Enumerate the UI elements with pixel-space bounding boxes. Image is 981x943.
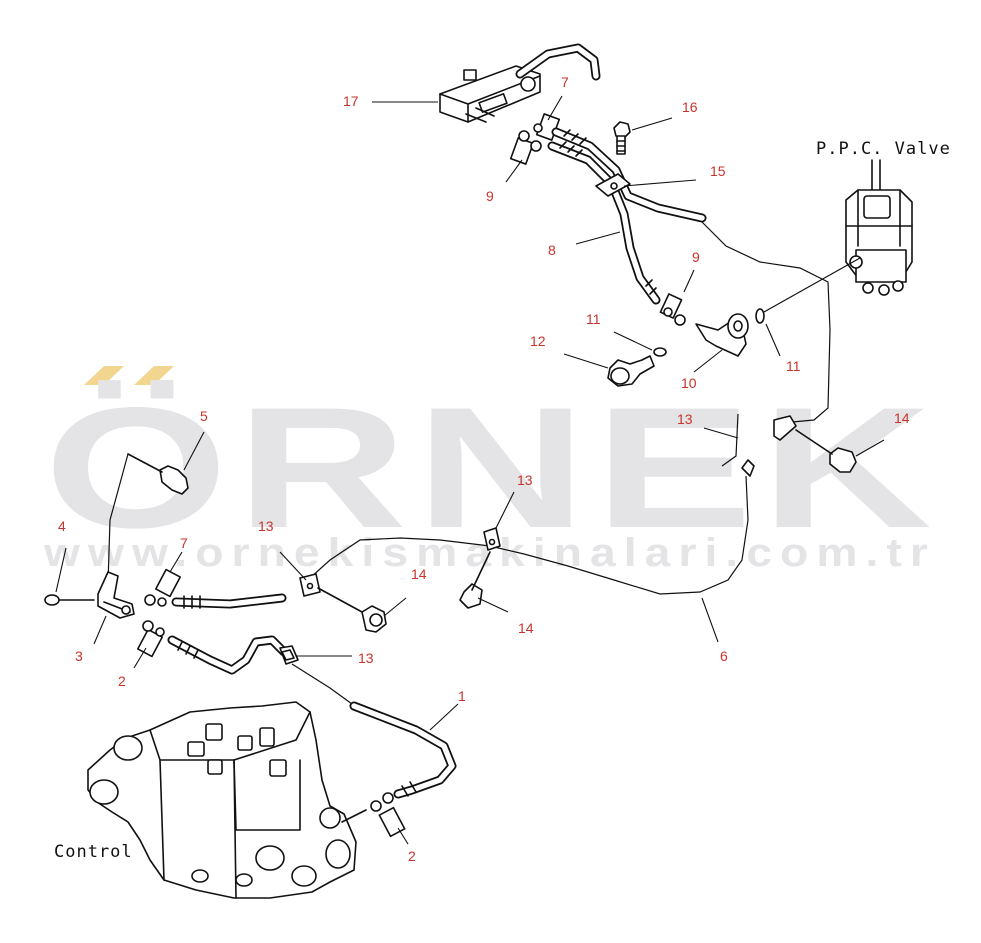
part-number-labels: 17 7 16 9 15 8 9 11 12 11 10 5 13 14 13 … bbox=[58, 74, 910, 864]
control-valve bbox=[87, 701, 367, 899]
left-hoses bbox=[167, 593, 289, 675]
part-8-hoses bbox=[547, 127, 707, 305]
fitting-group-left bbox=[136, 568, 182, 658]
left-clamp-13 bbox=[299, 573, 387, 633]
part-label-3: 3 bbox=[75, 648, 83, 664]
part-label-2-lower: 2 bbox=[408, 848, 416, 864]
part-label-8: 8 bbox=[548, 242, 556, 258]
right-bolt-14 bbox=[795, 429, 857, 473]
part-label-7-top: 7 bbox=[561, 74, 569, 90]
watermark-accent-right bbox=[134, 366, 174, 385]
part-label-13-left: 13 bbox=[258, 518, 274, 534]
part-label-5: 5 bbox=[200, 408, 208, 424]
leader-lines bbox=[55, 95, 885, 845]
part-label-16: 16 bbox=[682, 99, 698, 115]
part-label-7-left: 7 bbox=[180, 535, 188, 551]
part-10-elbow bbox=[659, 257, 861, 357]
part-17-block bbox=[439, 43, 601, 123]
part-label-6: 6 bbox=[720, 648, 728, 664]
part-6-tube bbox=[309, 475, 749, 595]
part-label-13-lower: 13 bbox=[358, 650, 374, 666]
bolt-5 bbox=[127, 453, 189, 495]
part-label-17: 17 bbox=[343, 93, 359, 109]
part-label-14-right: 14 bbox=[894, 410, 910, 426]
part-label-2-left: 2 bbox=[118, 673, 126, 689]
ppc-valve bbox=[845, 159, 913, 296]
part-label-11-left: 11 bbox=[586, 311, 601, 327]
right-clamp-13 bbox=[721, 413, 797, 477]
watermark-accent-left bbox=[84, 366, 124, 385]
part-label-14-mid: 14 bbox=[411, 566, 427, 582]
part-label-13-mid: 13 bbox=[517, 472, 533, 488]
bolt-16 bbox=[613, 121, 631, 155]
clamp-15 bbox=[595, 173, 631, 197]
part-label-9-top: 9 bbox=[486, 188, 494, 204]
middle-clamp-13 bbox=[459, 527, 501, 609]
lower-clamp-13 bbox=[279, 645, 299, 665]
part-label-1: 1 bbox=[458, 688, 466, 704]
part-label-12: 12 bbox=[530, 333, 546, 349]
part-1-hose bbox=[291, 663, 457, 799]
fitting-group-top bbox=[509, 113, 561, 165]
part-11-12-bolt bbox=[607, 347, 667, 387]
part-label-10: 10 bbox=[681, 375, 697, 391]
part-label-14-lower: 14 bbox=[518, 620, 534, 636]
part-label-15: 15 bbox=[710, 163, 726, 179]
washer-4 bbox=[44, 594, 95, 606]
part-label-13-right: 13 bbox=[677, 411, 693, 427]
tube-to-ppc bbox=[701, 221, 831, 423]
part-label-4: 4 bbox=[58, 518, 66, 534]
left-bracket-3 bbox=[97, 453, 135, 619]
part-label-9-mid: 9 bbox=[692, 249, 700, 265]
part-label-11-right: 11 bbox=[786, 358, 801, 374]
ppc-valve-caption: P.P.C. Valve bbox=[816, 139, 951, 159]
